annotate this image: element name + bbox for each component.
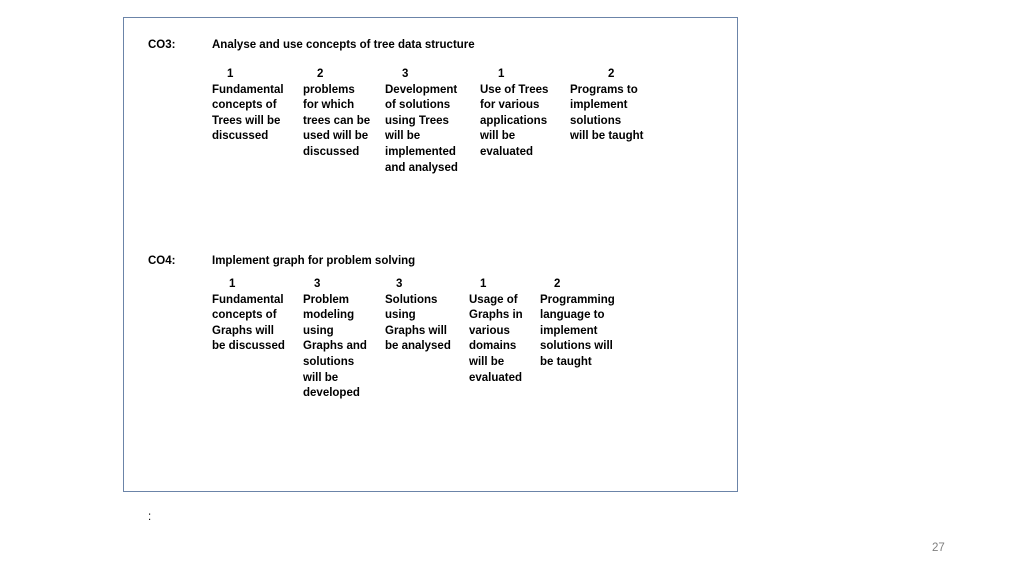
item-line: Graphs will [385, 324, 447, 337]
co4-item-2: 3 Problem modeling using Graphs and solu… [303, 277, 367, 402]
item-line: Fundamental [212, 83, 284, 96]
co3-code: CO3: [148, 39, 176, 51]
co4-item-5-level: 2 [554, 278, 561, 290]
item-line: implement [540, 324, 598, 337]
item-line: Fundamental [212, 293, 284, 306]
item-line: Graphs in [469, 309, 523, 322]
item-line: will be [480, 130, 516, 143]
item-line: will be taught [570, 130, 644, 143]
item-line: used will be [303, 130, 369, 143]
item-line: and analysed [385, 161, 458, 174]
item-line: Use of Trees [480, 83, 549, 96]
co3-item-4: 1 Use of Trees for various applications … [480, 67, 548, 161]
item-line: be taught [540, 355, 592, 368]
slide-content-frame [123, 17, 738, 492]
item-line: discussed [212, 130, 269, 143]
item-line: using [385, 309, 416, 322]
co4-item-2-level: 3 [314, 278, 321, 290]
co4-item-4-level: 1 [480, 278, 487, 290]
item-line: will be [303, 371, 339, 384]
item-line: solutions [570, 114, 622, 127]
item-line: will be [385, 130, 421, 143]
item-line: for various [480, 99, 540, 112]
item-line: implemented [385, 145, 456, 158]
co4-item-3-level: 3 [396, 278, 403, 290]
item-line: language to [540, 309, 605, 322]
co4-item-4: 1 Usage of Graphs in various domains wil… [469, 277, 523, 386]
footer-colon: : [148, 511, 152, 523]
item-line: using Trees [385, 114, 449, 127]
page-number: 27 [932, 542, 945, 554]
co3-item-1: 1 Fundamental concepts of Trees will be … [212, 67, 284, 145]
item-line: of solutions [385, 99, 451, 112]
item-line: Development [385, 83, 458, 96]
item-line: using [303, 324, 334, 337]
co4-item-5: 2 Programming language to implement solu… [540, 277, 615, 371]
co4-item-1: 1 Fundamental concepts of Graphs will be… [212, 277, 285, 355]
co4-item-1-level: 1 [229, 278, 236, 290]
co3-item-2-level: 2 [317, 68, 324, 80]
item-line: Trees will be [212, 114, 281, 127]
item-line: evaluated [480, 145, 534, 158]
item-line: discussed [303, 145, 360, 158]
co3-item-5: 2 Programs to implement solutions will b… [570, 67, 643, 145]
item-line: implement [570, 99, 628, 112]
item-line: applications [480, 114, 548, 127]
item-line: evaluated [469, 371, 523, 384]
item-line: problems [303, 83, 355, 96]
co3-item-5-level: 2 [608, 68, 615, 80]
item-line: Solutions [385, 293, 438, 306]
item-line: trees can be [303, 114, 371, 127]
item-line: solutions will [540, 340, 613, 353]
co3-item-2: 2 problems for which trees can be used w… [303, 67, 370, 161]
item-line: will be [469, 355, 505, 368]
item-line: concepts of [212, 309, 277, 322]
co3-title: Analyse and use concepts of tree data st… [212, 39, 475, 51]
item-line: concepts of [212, 99, 277, 112]
co4-code: CO4: [148, 255, 176, 267]
item-line: various [469, 324, 510, 337]
item-line: Programs to [570, 83, 638, 96]
co4-title: Implement graph for problem solving [212, 255, 416, 267]
item-line: developed [303, 387, 360, 400]
item-line: Usage of [469, 293, 518, 306]
co3-item-4-level: 1 [498, 68, 505, 80]
item-line: domains [469, 340, 517, 353]
item-line: solutions [303, 355, 355, 368]
item-line: Problem [303, 293, 350, 306]
co4-item-3: 3 Solutions using Graphs will be analyse… [385, 277, 451, 355]
co3-item-3-level: 3 [402, 68, 409, 80]
item-line: Programming [540, 293, 615, 306]
item-line: modeling [303, 309, 355, 322]
co3-item-1-level: 1 [227, 68, 234, 80]
item-line: for which [303, 99, 355, 112]
item-line: Graphs will [212, 324, 274, 337]
co3-item-3: 3 Development of solutions using Trees w… [385, 67, 458, 176]
item-line: be analysed [385, 340, 451, 353]
item-line: be discussed [212, 340, 285, 353]
item-line: Graphs and [303, 340, 367, 353]
